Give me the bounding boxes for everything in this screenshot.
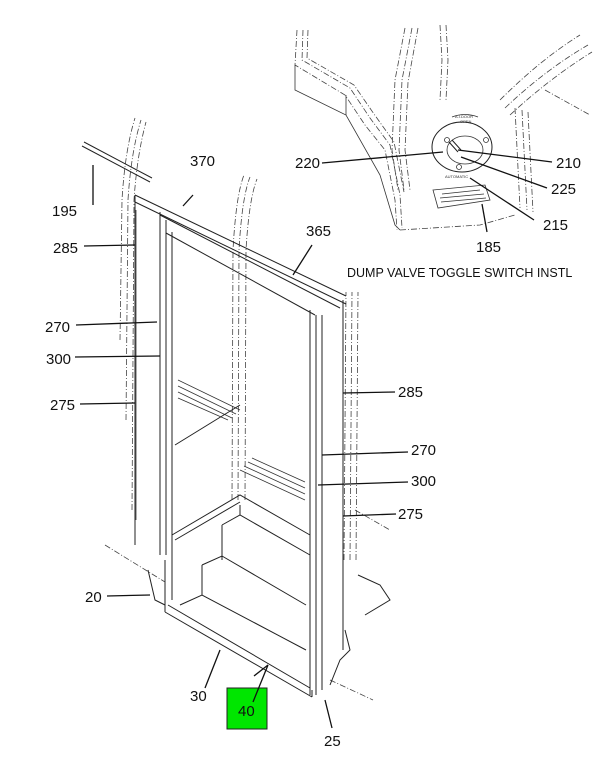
callout-210: 210 xyxy=(556,155,581,172)
screw-icon xyxy=(483,137,489,143)
callout-285-right: 285 xyxy=(398,384,423,401)
callout-370: 370 xyxy=(190,153,215,170)
callout-185: 185 xyxy=(476,239,501,256)
callout-30: 30 xyxy=(190,688,207,705)
callout-300-left: 300 xyxy=(46,351,71,368)
callout-220: 220 xyxy=(295,155,320,172)
inset-detail: A.I.DOOR OPEN AUTOMATIC 220 210 225 215 … xyxy=(294,24,593,280)
highlighted-callout-40[interactable]: 40 xyxy=(226,664,269,730)
screw-icon xyxy=(456,164,462,170)
callout-275-right: 275 xyxy=(398,506,423,523)
callout-195: 195 xyxy=(52,203,77,220)
callout-20: 20 xyxy=(85,589,102,606)
callout-285-left: 285 xyxy=(53,240,78,257)
highlight-box[interactable] xyxy=(226,687,268,730)
switch-bottom-label: AUTOMATIC xyxy=(445,174,468,179)
callout-225: 225 xyxy=(551,181,576,198)
switch-top-sublabel: OPEN xyxy=(460,119,471,124)
callout-215: 215 xyxy=(543,217,568,234)
warning-decal xyxy=(432,184,491,209)
callout-25: 25 xyxy=(324,733,341,750)
inset-caption: DUMP VALVE TOGGLE SWITCH INSTL xyxy=(347,266,572,280)
callout-270-right: 270 xyxy=(411,442,436,459)
toggle-lever-icon xyxy=(448,139,462,153)
callout-365: 365 xyxy=(306,223,331,240)
callout-275-left: 275 xyxy=(50,397,75,414)
screw-icon xyxy=(444,137,450,143)
callout-270-left: 270 xyxy=(45,319,70,336)
callout-40[interactable]: 40 xyxy=(238,703,255,720)
switch-top-label: A.I.DOOR xyxy=(455,114,473,119)
door-frame-assembly: 195 370 365 285 270 300 275 285 270 300 … xyxy=(45,117,436,750)
callout-300-right: 300 xyxy=(411,473,436,490)
switch-bezel xyxy=(431,121,493,173)
